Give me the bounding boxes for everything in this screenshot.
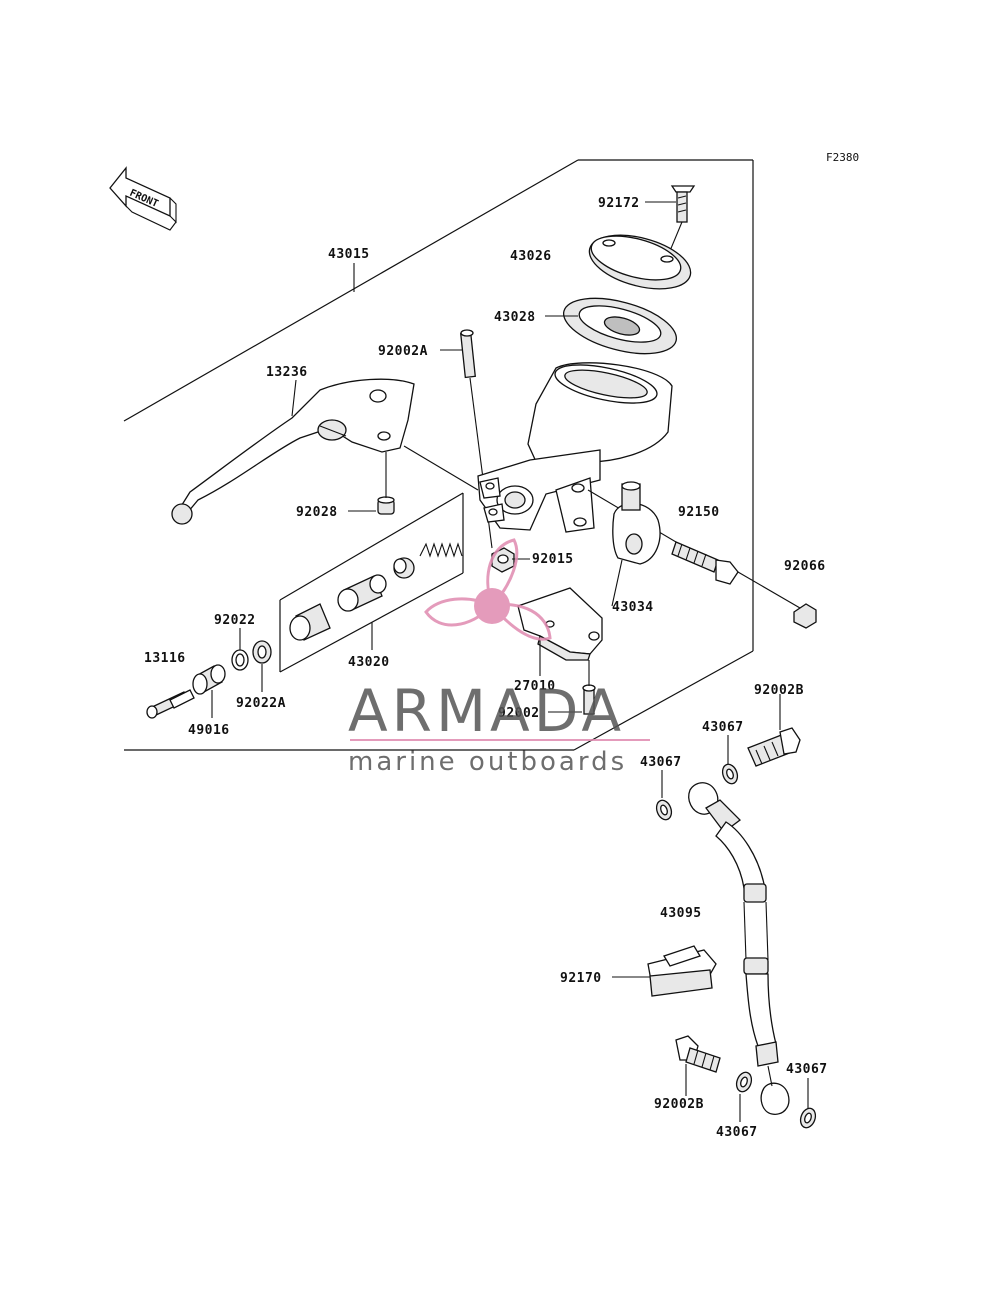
dust-boot — [192, 664, 226, 695]
callout-43095: 43095 — [660, 906, 702, 921]
callout-13236: 13236 — [266, 365, 308, 380]
callout-43067-a: 43067 — [702, 720, 744, 735]
callout-43067-b: 43067 — [640, 755, 682, 770]
front-arrow-icon: FRONT — [109, 166, 177, 231]
callout-92002B-top: 92002B — [754, 683, 804, 698]
callout-92015: 92015 — [532, 552, 574, 567]
watermark-tagline: marine outboards — [348, 747, 627, 777]
figure-code: F2380 — [826, 151, 859, 164]
callout-92028: 92028 — [296, 505, 338, 520]
callout-27010: 27010 — [514, 679, 556, 694]
callout-92150: 92150 — [678, 505, 720, 520]
piston-cup-small — [393, 557, 415, 579]
circlip — [231, 649, 249, 671]
callout-43028: 43028 — [494, 310, 536, 325]
callout-92002B-bottom: 92002B — [654, 1097, 704, 1112]
leader-lines — [211, 201, 809, 1122]
reservoir-cap-screw — [666, 185, 696, 259]
callout-92066: 92066 — [784, 559, 826, 574]
callout-92002: 92002 — [498, 706, 540, 721]
bolt-cap — [793, 603, 817, 629]
callout-92170: 92170 — [560, 971, 602, 986]
lever-bushing — [377, 452, 395, 515]
callout-92022A: 92022A — [236, 696, 286, 711]
banjo-bolt-upper — [747, 727, 801, 767]
brake-hose — [688, 782, 790, 1115]
callout-92022: 92022 — [214, 613, 256, 628]
callout-13116: 13116 — [144, 651, 186, 666]
washer-c — [735, 1071, 753, 1093]
master-cylinder-body — [477, 362, 673, 533]
banjo-bolt-lower — [675, 1035, 721, 1073]
callout-49016: 49016 — [188, 723, 230, 738]
propeller-icon — [424, 538, 552, 641]
assembly-frame — [123, 159, 754, 751]
push-rod — [146, 689, 195, 719]
reservoir-diaphragm — [562, 297, 678, 355]
piston-spring — [419, 542, 463, 558]
clamp-bolt — [587, 489, 801, 609]
callout-43026: 43026 — [510, 249, 552, 264]
reservoir-cap — [588, 234, 692, 290]
brake-lever — [171, 378, 479, 525]
switch-screw — [582, 660, 596, 715]
washer-b — [655, 799, 673, 821]
callout-92002A: 92002A — [378, 344, 428, 359]
brake-light-switch — [517, 587, 603, 661]
hose-clamp — [647, 945, 717, 997]
washer-a — [721, 763, 739, 785]
watermark: ARMADA marine outboards — [348, 538, 650, 777]
handlebar-clamp — [612, 481, 661, 565]
piston — [337, 574, 387, 612]
washer-d — [799, 1107, 817, 1129]
callout-43067-d: 43067 — [786, 1062, 828, 1077]
piston-cup-large — [289, 603, 331, 641]
callout-43034: 43034 — [612, 600, 654, 615]
callout-labels: 92172 43026 43015 43028 92002A 13236 921… — [144, 196, 828, 1140]
dust-seal-washer — [252, 640, 272, 664]
callout-43020: 43020 — [348, 655, 390, 670]
watermark-brand: ARMADA — [348, 677, 625, 745]
callout-43015: 43015 — [328, 247, 370, 262]
callout-43067-c: 43067 — [716, 1125, 758, 1140]
callout-92172: 92172 — [598, 196, 640, 211]
